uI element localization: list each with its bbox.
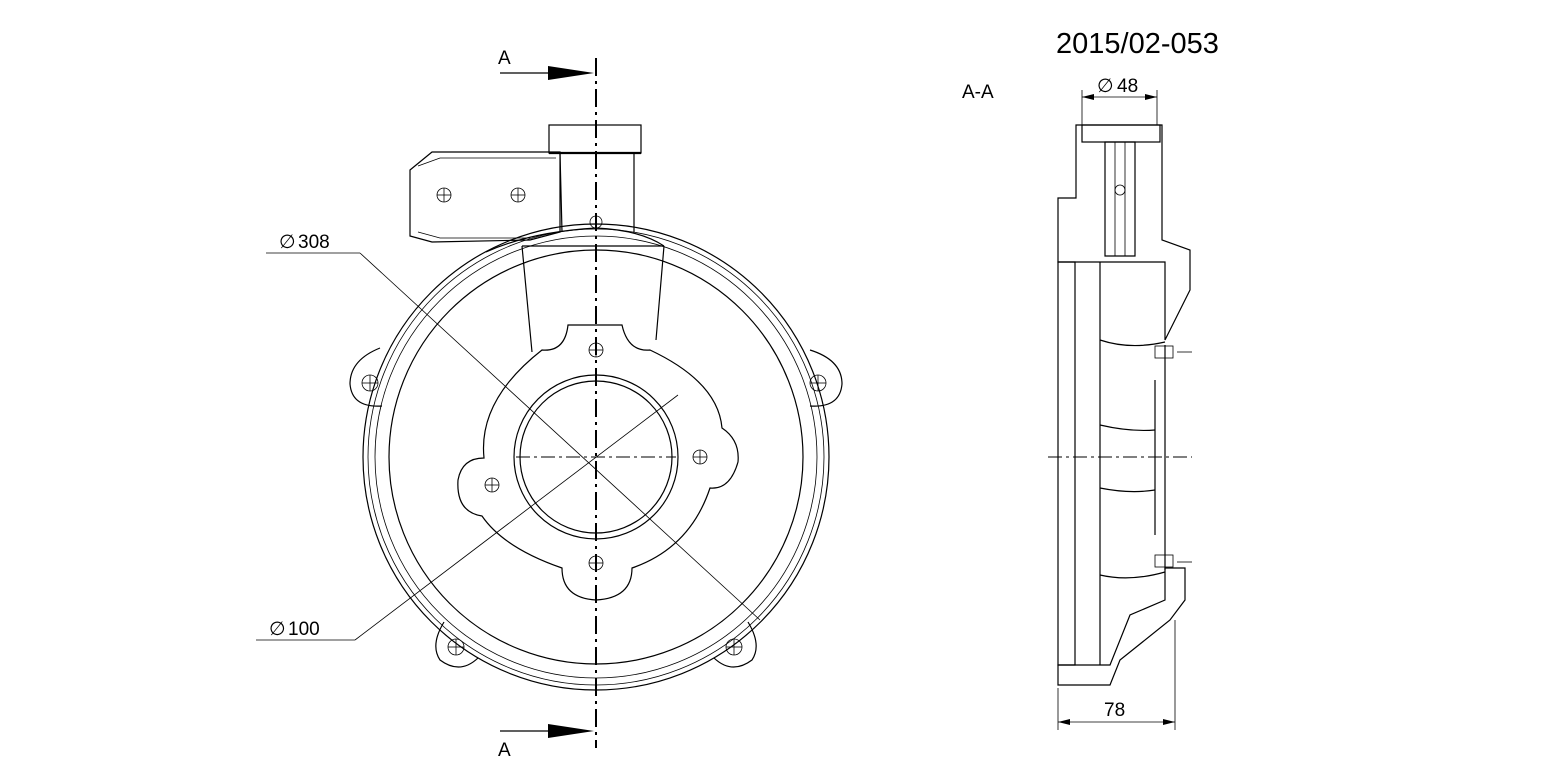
section-hatch-top [1057, 124, 1191, 341]
mounting-lug-right [809, 349, 843, 407]
cut-marker-top: A [498, 48, 511, 69]
dim-48 [1081, 90, 1158, 125]
side-bracket [409, 151, 561, 243]
section-hatch-bottom [1057, 567, 1186, 686]
diameter-symbol-308: ∅ [279, 232, 296, 253]
mounting-lug-left [349, 347, 383, 407]
diameter-symbol-48: ∅ [1097, 76, 1114, 97]
drawing-number: 2015/02-053 [1056, 28, 1219, 60]
front-view [256, 58, 843, 748]
mounting-lug-bottom-left [435, 621, 479, 668]
cut-marker-bottom: A [498, 740, 511, 761]
section-hatch-wall [1057, 261, 1076, 666]
cut-arrow-top [500, 66, 594, 80]
dim-outlet-diameter: 48 [1117, 76, 1138, 97]
cut-arrow-bottom [500, 724, 594, 738]
mounting-lug-bottom-right [713, 621, 757, 668]
dim-inner-diameter: 100 [288, 619, 320, 640]
dim-outer-diameter: 308 [298, 232, 330, 253]
section-label: A-A [962, 82, 994, 103]
dim-100 [256, 394, 679, 641]
dim-78 [1057, 620, 1176, 730]
diameter-symbol-100: ∅ [269, 619, 286, 640]
outlet-neck [521, 245, 665, 353]
section-view [1048, 90, 1192, 730]
dim-308 [266, 252, 761, 621]
dim-width: 78 [1104, 700, 1125, 721]
